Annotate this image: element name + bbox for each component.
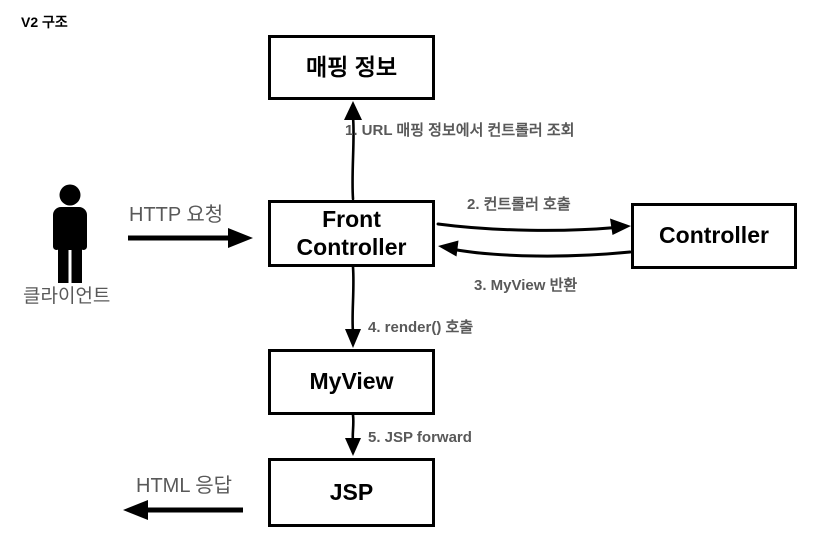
- http-request-label: HTTP 요청: [129, 204, 224, 226]
- mapping-info-box: 매핑 정보: [268, 35, 435, 100]
- controller-box: Controller: [631, 203, 797, 269]
- jsp-box: JSP: [268, 458, 435, 527]
- step2-label: 2. 컨트롤러 호출: [467, 196, 571, 213]
- arrow-step4-render: [345, 265, 361, 348]
- http-request-arrow: [128, 228, 253, 248]
- arrow-step3-return: [438, 240, 632, 258]
- arrow-step1-lookup: [344, 101, 362, 201]
- step1-label: 1. URL 매핑 정보에서 컨트롤러 조회: [345, 122, 575, 139]
- client-label: 클라이언트: [23, 286, 111, 307]
- diagram-title: V2 구조: [21, 14, 68, 30]
- front-controller-box: Front Controller: [268, 200, 435, 267]
- step4-label: 4. render() 호출: [368, 319, 474, 336]
- html-response-label: HTML 응답: [136, 475, 233, 497]
- arrow-step5-forward: [345, 413, 361, 456]
- client-person-icon: [53, 184, 87, 283]
- html-response-arrow: [123, 500, 243, 520]
- myview-box: MyView: [268, 349, 435, 415]
- step5-label: 5. JSP forward: [368, 429, 472, 446]
- step3-label: 3. MyView 반환: [474, 277, 578, 294]
- arrow-step2-call: [436, 218, 631, 235]
